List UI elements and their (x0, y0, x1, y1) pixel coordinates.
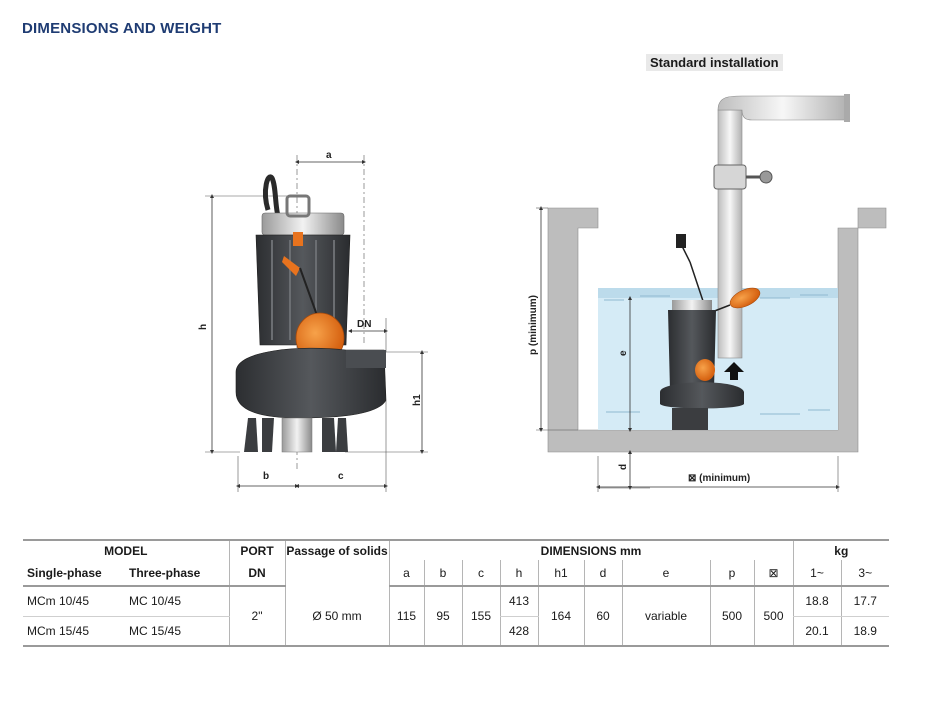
th-single-phase: Single-phase (23, 560, 125, 587)
installation-label: Standard installation (646, 54, 783, 71)
cell-b: 95 (423, 586, 462, 647)
cell-three: MC 10/45 (125, 586, 229, 617)
th-col-h1: h1 (537, 560, 584, 587)
table-row: MCm 15/45 MC 15/45 428 20.1 18.9 (23, 616, 890, 647)
page-title: DIMENSIONS AND WEIGHT (22, 20, 222, 37)
technical-drawing: a h h1 DN b c (198, 94, 887, 492)
th-col-d: d (583, 560, 622, 587)
cell-e: variable (621, 586, 710, 647)
th-col-h: h (499, 560, 538, 587)
cell-w3: 18.9 (840, 616, 890, 647)
pump-drawing: a h h1 DN b c (198, 150, 428, 492)
spec-table: MODEL PORT Passage of solids DIMENSIONS … (23, 539, 890, 647)
cell-h: 428 (499, 616, 538, 647)
dim-dn-label: DN (357, 319, 371, 330)
dim-e-label: e (618, 350, 629, 356)
th-model: MODEL (23, 539, 229, 560)
dim-width-label: ⊠ (minimum) (688, 473, 750, 484)
th-port: PORT (228, 539, 285, 560)
th-weight-1: 1~ (792, 560, 842, 587)
cell-h1: 164 (537, 586, 584, 647)
th-dimensions: DIMENSIONS mm (388, 539, 794, 560)
cell-box: 500 (753, 586, 794, 647)
table-row: MCm 10/45 MC 10/45 2" Ø 50 mm 115 95 155… (23, 586, 890, 647)
th-col-c: c (461, 560, 500, 587)
th-three-phase: Three-phase (125, 560, 229, 587)
th-col-b: b (423, 560, 462, 587)
cell-w1: 18.8 (792, 586, 842, 617)
th-passage: Passage of solids (284, 539, 389, 586)
cell-single: MCm 10/45 (23, 586, 125, 617)
cell-dn: 2" (228, 586, 285, 647)
dim-c-label: c (338, 471, 344, 482)
cell-p: 500 (709, 586, 754, 647)
dim-a-label: a (326, 150, 332, 161)
cell-c: 155 (461, 586, 500, 647)
dim-h-label: h (198, 324, 209, 330)
cell-three: MC 15/45 (125, 616, 229, 647)
th-col-p: p (709, 560, 754, 587)
th-col-a: a (388, 560, 424, 587)
cell-w3: 17.7 (840, 586, 890, 617)
cell-d: 60 (583, 586, 622, 647)
th-col-e: e (621, 560, 710, 587)
cell-w1: 20.1 (792, 616, 842, 647)
dim-b-label: b (263, 471, 269, 482)
cell-passage: Ø 50 mm (284, 586, 389, 647)
dim-p-label: p (minimum) (528, 295, 539, 355)
th-kg: kg (792, 539, 890, 560)
cell-a: 115 (388, 586, 424, 647)
th-col-box: ⊠ (753, 560, 794, 587)
dim-h1-label: h1 (412, 394, 423, 406)
th-dn: DN (228, 560, 285, 587)
dim-d-label: d (618, 464, 629, 470)
installation-drawing: p (minimum) e d ⊠ (minimum) (528, 94, 887, 492)
cell-h: 413 (499, 586, 538, 617)
cell-single: MCm 15/45 (23, 616, 125, 647)
th-weight-3: 3~ (840, 560, 890, 587)
